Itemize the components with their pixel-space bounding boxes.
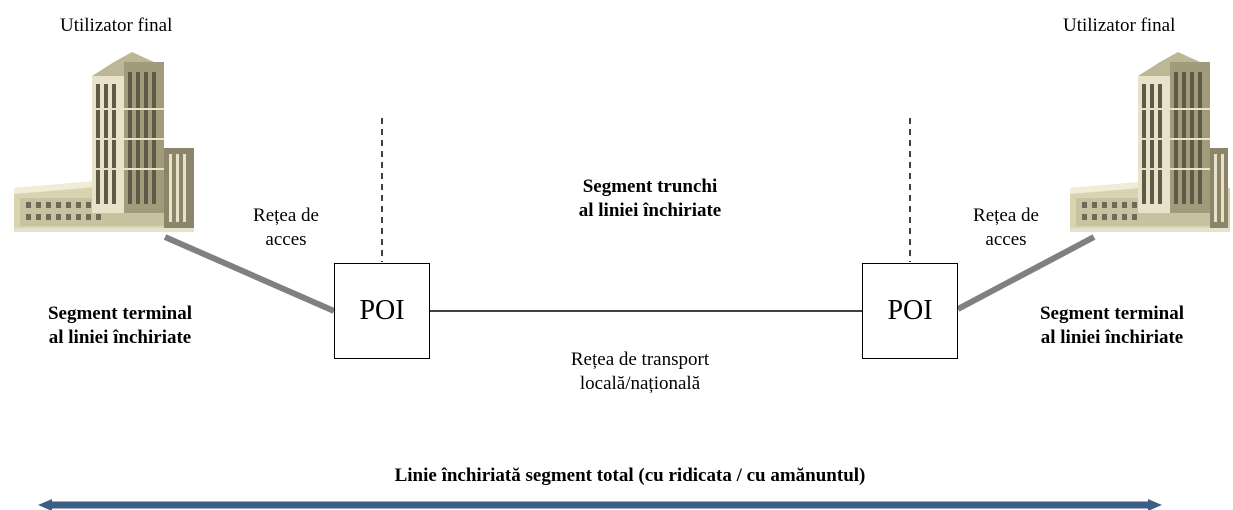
right-access-network-line2: acces	[985, 228, 1027, 250]
trunk-segment-line1: Segment trunchi	[582, 176, 718, 197]
left-poi-box: POI	[334, 263, 430, 359]
left-access-network-line1: Rețea de	[253, 205, 319, 226]
right-poi-label: POI	[887, 295, 933, 326]
right-terminal-segment-line1: Segment terminal	[1039, 303, 1185, 324]
total-segment-label: Linie închiriată segment total (cu ridic…	[394, 465, 866, 486]
right-access-link	[956, 234, 1096, 312]
left-terminal-segment-line1: Segment terminal	[47, 303, 193, 324]
right-building-icon	[1070, 52, 1230, 232]
right-access-network-line1: Rețea de	[973, 205, 1039, 226]
left-building-icon	[14, 52, 194, 232]
left-terminal-segment-label: Segment terminal al liniei închiriate	[0, 302, 240, 350]
right-terminal-segment-line2: al liniei închiriate	[1040, 326, 1184, 348]
right-terminal-segment-label: Segment terminal al liniei închiriate	[992, 302, 1232, 350]
total-segment-arrow	[38, 499, 1162, 510]
left-terminal-segment-line2: al liniei închiriate	[48, 326, 192, 348]
right-end-user-label: Utilizator final	[1063, 15, 1176, 36]
left-poi-label: POI	[359, 295, 405, 326]
left-end-user-label: Utilizator final	[60, 15, 173, 36]
transport-network-line1: Rețea de transport	[570, 349, 710, 370]
trunk-segment-line2: al liniei închiriate	[578, 199, 722, 221]
left-access-network-label: Rețea de acces	[232, 204, 340, 252]
left-access-network-line2: acces	[265, 228, 307, 250]
left-access-link	[163, 234, 336, 314]
transport-network-line2: locală/națională	[579, 372, 701, 394]
right-poi-box: POI	[862, 263, 958, 359]
trunk-segment-label: Segment trunchi al liniei închiriate	[520, 175, 780, 223]
transport-network-label: Rețea de transport locală/națională	[510, 348, 770, 396]
right-access-network-label: Rețea de acces	[948, 204, 1064, 252]
